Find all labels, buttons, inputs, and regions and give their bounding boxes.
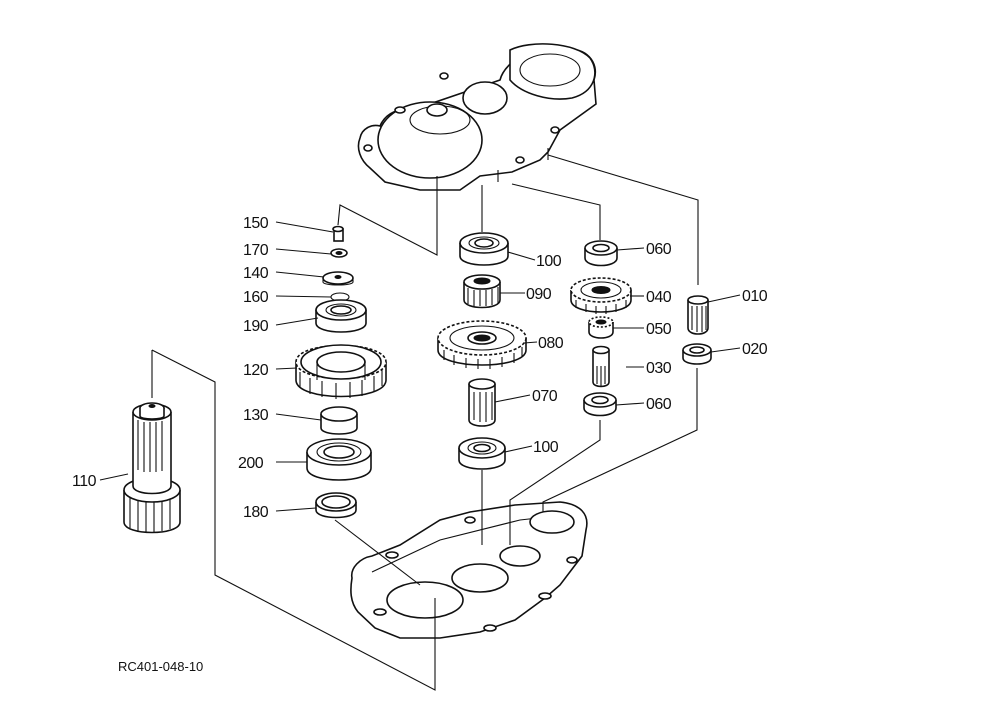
part-170-washer	[330, 248, 348, 258]
label-090: 090	[526, 286, 552, 303]
part-070-shaft	[468, 378, 496, 427]
label-100-upper: 100	[536, 253, 562, 270]
label-060-lower: 060	[646, 396, 672, 413]
part-150-bolt	[332, 225, 344, 242]
part-100-bearing-lower	[458, 437, 506, 470]
label-120: 120	[243, 362, 269, 379]
part-labels: 150 170 140 160 190 120 130 200 180 110 …	[72, 215, 768, 521]
part-180-oil-seal	[315, 492, 357, 519]
label-050: 050	[646, 321, 672, 338]
assembly-lines	[151, 154, 699, 691]
label-180: 180	[243, 504, 269, 521]
part-060-bearing-upper	[584, 240, 618, 267]
part-090-gear	[463, 274, 501, 309]
part-010-shaft	[687, 295, 709, 335]
part-190-bearing	[315, 299, 367, 333]
part-120-gear	[295, 344, 387, 399]
part-140-plate	[322, 271, 354, 286]
leader-lines	[99, 221, 741, 512]
label-130: 130	[243, 407, 269, 424]
part-030-shaft	[592, 345, 610, 388]
label-020: 020	[742, 341, 768, 358]
part-200-bearing	[306, 438, 372, 481]
label-150: 150	[243, 215, 269, 232]
label-110: 110	[72, 473, 97, 490]
part-050-gear	[588, 316, 614, 339]
part-060-bearing-lower	[583, 392, 617, 417]
label-080: 080	[538, 335, 564, 352]
upper-housing-cover	[357, 43, 597, 191]
label-190: 190	[243, 318, 269, 335]
part-080-gear	[437, 320, 527, 369]
label-200: 200	[238, 455, 264, 472]
label-010: 010	[742, 288, 768, 305]
label-140: 140	[243, 265, 269, 282]
lower-housing	[350, 501, 588, 639]
part-100-bearing-upper	[459, 232, 509, 266]
part-020-bearing	[682, 343, 712, 365]
label-070: 070	[532, 388, 558, 405]
label-160: 160	[243, 289, 269, 306]
label-060-upper: 060	[646, 241, 672, 258]
label-030: 030	[646, 360, 672, 377]
part-040-gear	[570, 277, 632, 314]
label-170: 170	[243, 242, 269, 259]
part-130-collar	[320, 406, 358, 435]
label-100-lower: 100	[533, 439, 559, 456]
part-110-output-shaft	[123, 402, 181, 534]
drawing-code: RC401-048-10	[118, 659, 203, 674]
label-040: 040	[646, 289, 672, 306]
